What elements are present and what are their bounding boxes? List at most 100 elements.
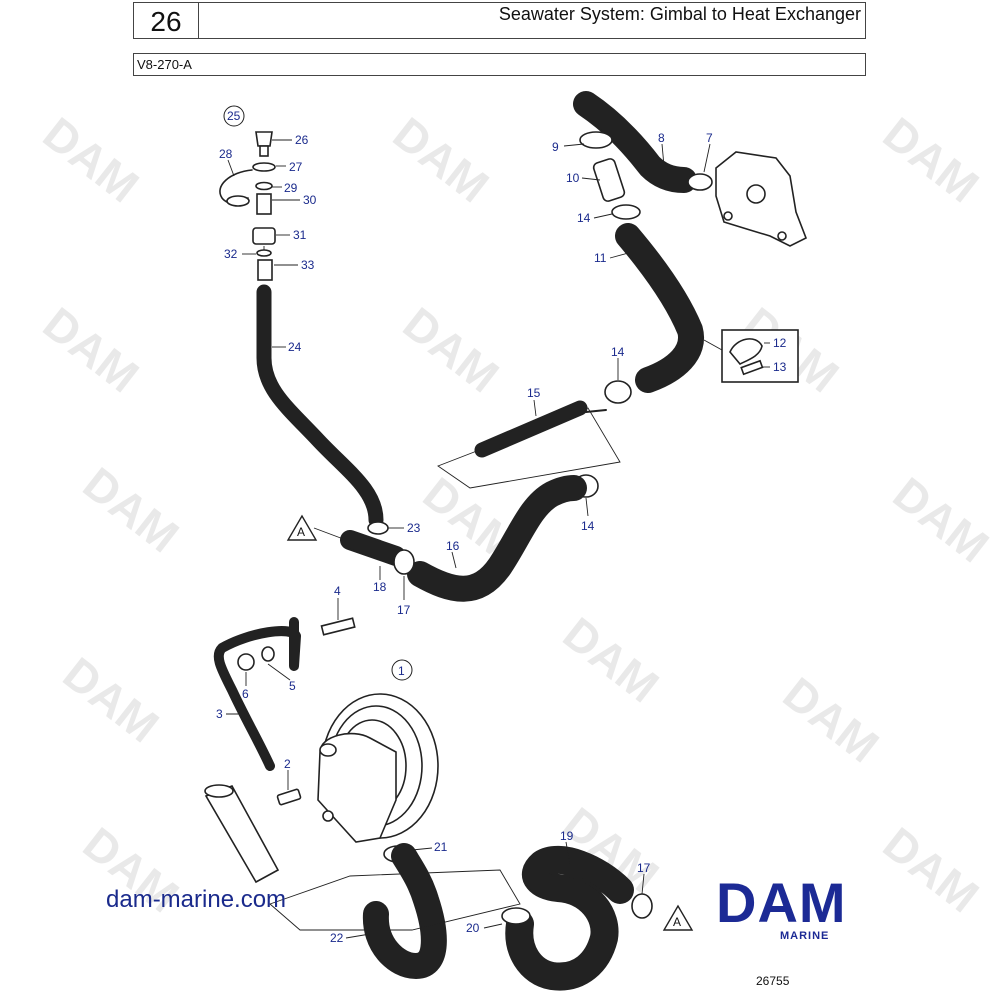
callout-3: 3 bbox=[216, 707, 223, 721]
watermark: DAM bbox=[774, 667, 889, 772]
clip-bracket bbox=[257, 259, 273, 281]
page-title: Seawater System: Gimbal to Heat Exchange… bbox=[498, 4, 861, 24]
hose-clamp-20 bbox=[501, 907, 531, 925]
washer-5 bbox=[261, 646, 275, 662]
callout-13: 13 bbox=[773, 360, 787, 374]
watermark: DAM bbox=[884, 467, 999, 572]
washer-29 bbox=[255, 181, 273, 191]
callout-22: 22 bbox=[330, 931, 344, 945]
hose-clamp-14-mid bbox=[604, 380, 632, 404]
hose-19-fill bbox=[507, 847, 632, 989]
p-clamp-12 bbox=[729, 338, 763, 365]
watermark: DAM bbox=[34, 107, 149, 212]
callout-labels: 25 26 28 27 29 30 31 32 33 24 9 8 7 10 1… bbox=[216, 109, 787, 945]
strainer-top bbox=[204, 784, 234, 798]
callout-23: 23 bbox=[407, 521, 421, 535]
callout-14-mid: 14 bbox=[611, 345, 625, 359]
callout-20: 20 bbox=[466, 921, 480, 935]
screw-13 bbox=[740, 359, 764, 376]
callout-14-lower: 14 bbox=[581, 519, 595, 533]
callout-1: 1 bbox=[398, 664, 405, 678]
callout-30: 30 bbox=[303, 193, 317, 207]
hose-16-fill bbox=[409, 477, 585, 600]
hose-clamp-17-lower bbox=[631, 893, 653, 919]
callout-14-top: 14 bbox=[577, 211, 591, 225]
seawater-pump-body bbox=[317, 732, 397, 843]
watermark: DAM bbox=[874, 107, 989, 212]
washer-27 bbox=[252, 162, 276, 172]
reference-marker-a bbox=[286, 514, 318, 541]
connector-10 bbox=[592, 158, 626, 202]
assembly-outline bbox=[269, 869, 521, 931]
callout-31: 31 bbox=[293, 228, 307, 242]
page-number: 26 bbox=[134, 3, 199, 38]
callout-27: 27 bbox=[289, 160, 303, 174]
hose-clamp-17-upper bbox=[393, 549, 415, 575]
strainer-housing bbox=[204, 785, 280, 884]
header-box: 26 Seawater System: Gimbal to Heat Excha… bbox=[133, 2, 866, 39]
pump-port bbox=[319, 743, 337, 757]
watermark: DAM bbox=[384, 107, 499, 212]
drain-hose-fill bbox=[258, 286, 382, 526]
website-link[interactable]: dam-marine.com bbox=[106, 886, 287, 913]
callout-8: 8 bbox=[658, 131, 665, 145]
callout-2: 2 bbox=[284, 757, 291, 771]
watermark: DAM bbox=[34, 297, 149, 402]
callout-16: 16 bbox=[446, 539, 460, 553]
hose-11-fill bbox=[617, 225, 703, 391]
callout-15: 15 bbox=[527, 386, 541, 400]
tube-15-group bbox=[437, 400, 621, 489]
callout-21: 21 bbox=[434, 840, 448, 854]
callout-6: 6 bbox=[242, 687, 249, 701]
drain-plug bbox=[255, 131, 273, 147]
cord-ring bbox=[226, 195, 250, 207]
leader-lines bbox=[226, 139, 770, 939]
hose-clamp-14-top bbox=[611, 204, 641, 220]
reference-label-a: A bbox=[673, 915, 681, 929]
callout-26: 26 bbox=[295, 133, 309, 147]
housing-bolt bbox=[723, 211, 733, 221]
model-box: V8-270-A bbox=[133, 53, 866, 76]
nut bbox=[252, 227, 276, 245]
watermark: DAM bbox=[394, 297, 509, 402]
tube-15-stub bbox=[585, 409, 607, 413]
callout-25: 25 bbox=[227, 109, 241, 123]
callout-29: 29 bbox=[284, 181, 298, 195]
housing-bolt bbox=[777, 231, 787, 241]
hose-clamp-9 bbox=[579, 131, 613, 149]
tee-fitting-18-fill bbox=[342, 532, 404, 564]
drain-plug-assembly bbox=[219, 105, 276, 281]
nut-6 bbox=[237, 653, 255, 671]
hose-clamp-7 bbox=[687, 173, 713, 191]
watermark: DAM bbox=[874, 817, 989, 922]
kit-circle-25 bbox=[223, 105, 245, 127]
model-code: V8-270-A bbox=[137, 57, 192, 72]
o-ring bbox=[256, 249, 272, 257]
watermark: DAM bbox=[74, 457, 189, 562]
reference-label-a: A bbox=[297, 525, 305, 539]
hose-fitting bbox=[256, 193, 272, 215]
pump-bolt bbox=[322, 810, 334, 822]
callout-4: 4 bbox=[334, 584, 341, 598]
callout-11: 11 bbox=[594, 251, 607, 265]
callout-33: 33 bbox=[301, 258, 315, 272]
tube-3-fill bbox=[215, 619, 299, 769]
callout-24: 24 bbox=[288, 340, 302, 354]
hose-8-fill bbox=[575, 93, 695, 191]
hose-22-fill bbox=[364, 845, 445, 977]
callout-19: 19 bbox=[560, 829, 574, 843]
callout-12: 12 bbox=[773, 336, 787, 350]
callout-10: 10 bbox=[566, 171, 580, 185]
callout-5: 5 bbox=[289, 679, 296, 693]
brand-subtitle: MARINE bbox=[780, 930, 830, 942]
housing-port bbox=[746, 184, 766, 204]
callout-32: 32 bbox=[224, 247, 238, 261]
kit-circle-1 bbox=[391, 659, 413, 681]
reference-marker-a bbox=[662, 904, 694, 931]
bolt-2 bbox=[276, 788, 302, 806]
hose-clamp-23 bbox=[367, 521, 389, 535]
callout-7: 7 bbox=[706, 131, 713, 145]
callout-17-lower: 17 bbox=[637, 861, 651, 875]
watermark: DAM bbox=[554, 607, 669, 712]
callout-18: 18 bbox=[373, 580, 387, 594]
